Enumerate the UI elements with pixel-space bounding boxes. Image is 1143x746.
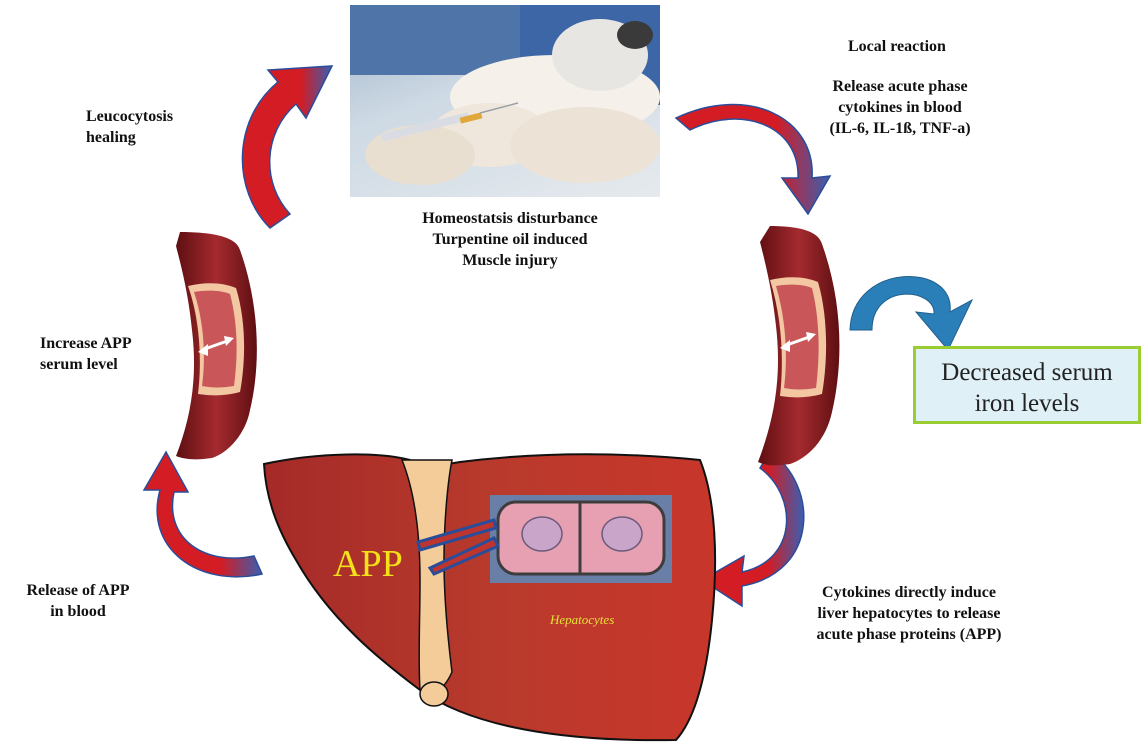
homeostasis-line-3: Muscle injury xyxy=(390,250,630,271)
decreased-iron-line-2: iron levels xyxy=(916,388,1138,419)
decreased-iron-box: Decreased serum iron levels xyxy=(913,346,1141,424)
leucocytosis-label: Leucocytosis healing xyxy=(86,106,173,148)
app-label: APP xyxy=(333,542,403,586)
release-cytokines-line-2: cytokines in blood xyxy=(800,97,1000,118)
increase-app-line-1: Increase APP xyxy=(40,333,132,354)
increase-app-line-2: serum level xyxy=(40,354,132,375)
release-app-line-1: Release of APP xyxy=(8,580,148,601)
curl-arrow xyxy=(850,276,972,350)
cytokines-induce-line-2: liver hepatocytes to release xyxy=(794,603,1024,624)
cytokines-induce-line-3: acute phase proteins (APP) xyxy=(794,624,1024,645)
release-app-line-2: in blood xyxy=(8,601,148,622)
arrow-right-bottom xyxy=(702,452,804,606)
homeostasis-label: Homeostatsis disturbance Turpentine oil … xyxy=(390,208,630,271)
homeostasis-line-2: Turpentine oil induced xyxy=(390,229,630,250)
decreased-iron-line-1: Decreased serum xyxy=(916,357,1138,388)
arrow-top-left xyxy=(242,66,332,228)
arrow-bottom-left xyxy=(144,452,262,577)
homeostasis-line-1: Homeostatsis disturbance xyxy=(390,208,630,229)
release-cytokines-label: Release acute phase cytokines in blood (… xyxy=(800,76,1000,139)
cytokines-induce-label: Cytokines directly induce liver hepatocy… xyxy=(794,582,1024,645)
local-reaction-label: Local reaction xyxy=(848,36,946,57)
release-app-label: Release of APP in blood xyxy=(8,580,148,622)
release-cytokines-line-1: Release acute phase xyxy=(800,76,1000,97)
leucocytosis-line-1: Leucocytosis xyxy=(86,106,173,127)
cytokines-induce-line-1: Cytokines directly induce xyxy=(794,582,1024,603)
release-cytokines-line-3: (IL-6, IL-1ß, TNF-a) xyxy=(800,118,1000,139)
hepatocytes-label: Hepatocytes xyxy=(550,612,614,628)
leucocytosis-line-2: healing xyxy=(86,127,173,148)
muscle-injury-photo xyxy=(350,5,660,197)
increase-app-label: Increase APP serum level xyxy=(40,333,132,375)
left-blood-vessel xyxy=(176,232,257,459)
hepatocytes-inset xyxy=(490,495,672,583)
right-blood-vessel xyxy=(758,226,839,465)
